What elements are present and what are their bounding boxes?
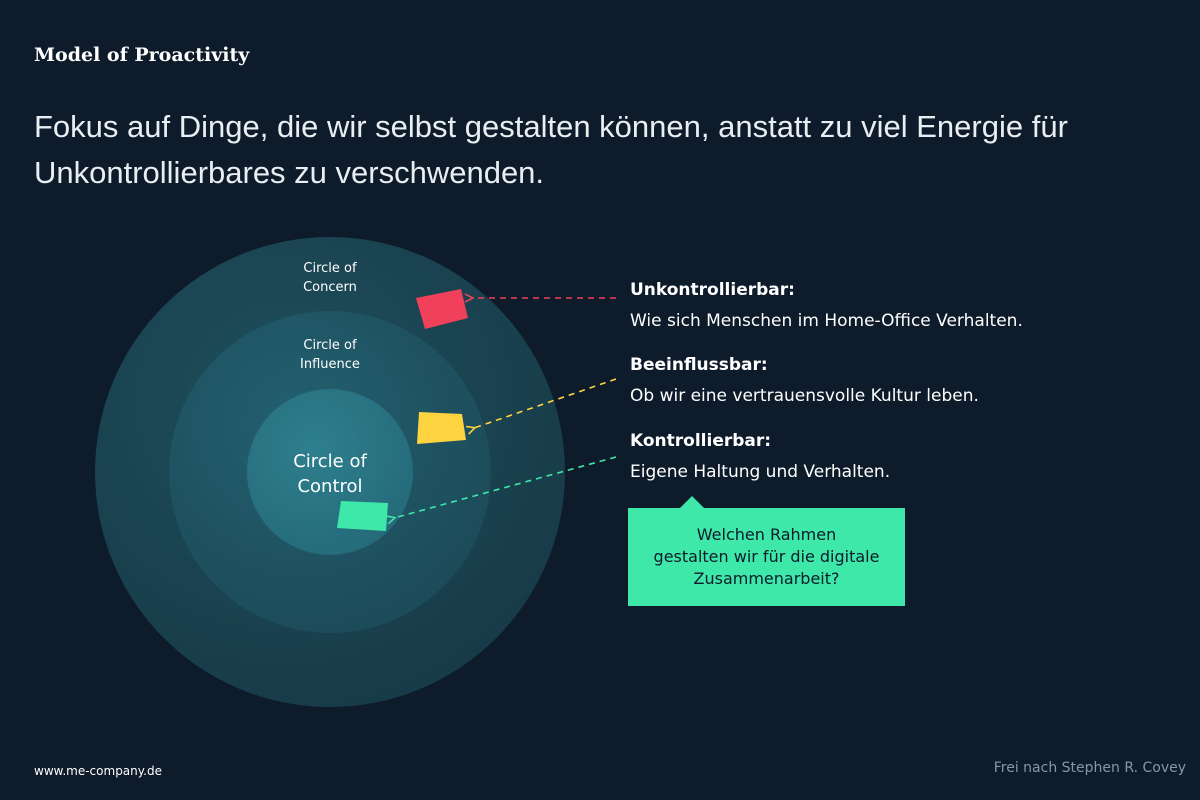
- control-arrow: [394, 456, 617, 518]
- influence-arrow: [474, 378, 617, 428]
- circle-of-concern-label: Circle of Concern: [303, 261, 357, 295]
- info-uncontrollable: Unkontrollierbar: Wie sich Menschen im H…: [630, 279, 1023, 332]
- circle-of-influence-label: Circle of Influence: [300, 338, 360, 372]
- info-title: Unkontrollierbar:: [630, 280, 795, 300]
- info-text: Ob wir eine vertrauensvolle Kultur leben…: [630, 386, 979, 406]
- question-callout: Welchen Rahmen gestalten wir für die dig…: [628, 496, 905, 606]
- info-title: Kontrollierbar:: [630, 431, 772, 451]
- info-text: Eigene Haltung und Verhalten.: [630, 462, 891, 482]
- control-sticky-note: [337, 501, 388, 531]
- headline: Fokus auf Dinge, die wir selbst gestalte…: [34, 109, 1068, 190]
- info-text: Wie sich Menschen im Home-Office Verhalt…: [630, 311, 1023, 331]
- page-title: Model of Proactivity: [34, 44, 250, 66]
- info-influenceable: Beeinflussbar: Ob wir eine vertrauensvol…: [630, 354, 979, 407]
- callout-text: Welchen Rahmen gestalten wir für die dig…: [653, 525, 880, 588]
- concern-sticky-note: [416, 289, 468, 329]
- footer-website: www.me-company.de: [34, 764, 162, 778]
- info-title: Beeinflussbar:: [630, 355, 768, 375]
- footer-credit: Frei nach Stephen R. Covey: [993, 760, 1186, 776]
- influence-sticky-note: [417, 412, 466, 444]
- circle-of-control-label: Circle of Control: [293, 451, 367, 497]
- info-controllable: Kontrollierbar: Eigene Haltung und Verha…: [630, 430, 890, 483]
